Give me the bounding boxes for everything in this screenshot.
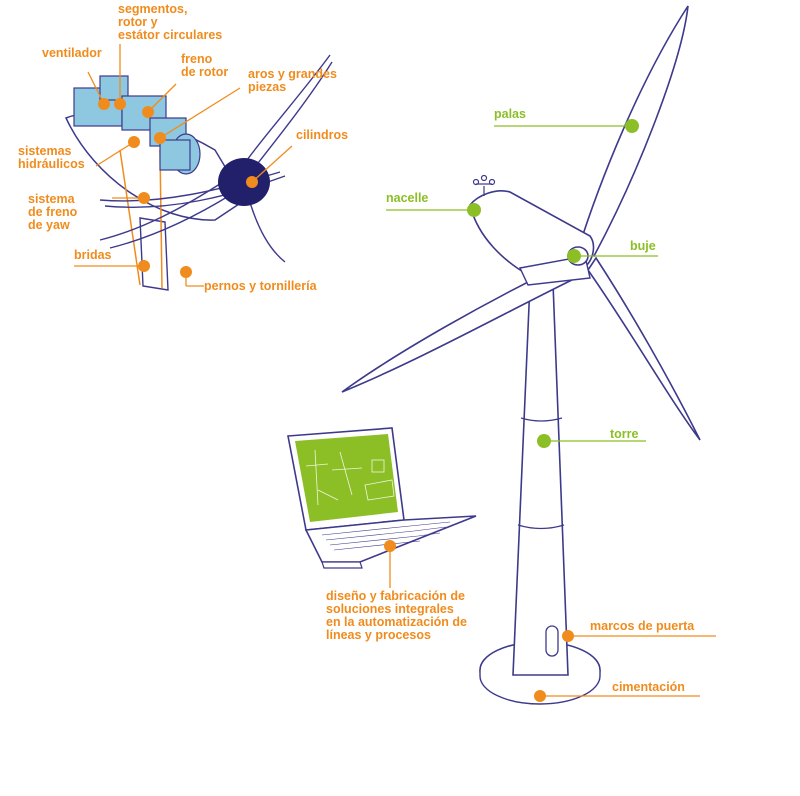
label-palas: palas — [494, 107, 526, 121]
label-nacelle: nacelle — [386, 191, 429, 205]
laptop-illustration — [287, 427, 477, 569]
cutaway-hub-shape — [218, 158, 270, 206]
label-bridas: bridas — [74, 248, 112, 262]
green-callout-dots — [467, 119, 639, 448]
label-freno-rotor: freno de rotor — [181, 52, 229, 79]
label-sistemas-hidraulicos: sistemas hidráulicos — [18, 144, 85, 171]
nacelle-cutaway — [64, 54, 333, 291]
orange-callout-lines — [74, 44, 716, 697]
label-pernos: pernos y tornillería — [204, 279, 317, 293]
green-callout-lines — [386, 125, 658, 442]
label-aros: aros y grandes piezas — [248, 67, 337, 94]
label-torre: torre — [610, 427, 639, 441]
label-ventilador: ventilador — [42, 46, 102, 60]
door-frame-shape — [545, 625, 559, 657]
label-diseno: diseño y fabricación de soluciones integ… — [326, 589, 468, 642]
label-segmentos: segmentos, rotor y estátor circulares — [118, 2, 223, 42]
label-buje: buje — [630, 239, 656, 253]
label-cilindros: cilindros — [296, 128, 349, 142]
turbine-nacelle — [469, 174, 595, 286]
turbine-tower — [512, 282, 569, 676]
label-cimentacion: cimentación — [612, 680, 685, 694]
label-freno-yaw: sistema de freno de yaw — [28, 192, 78, 232]
label-marcos-puerta: marcos de puerta — [590, 619, 695, 633]
orange-callout-dots — [98, 98, 574, 702]
